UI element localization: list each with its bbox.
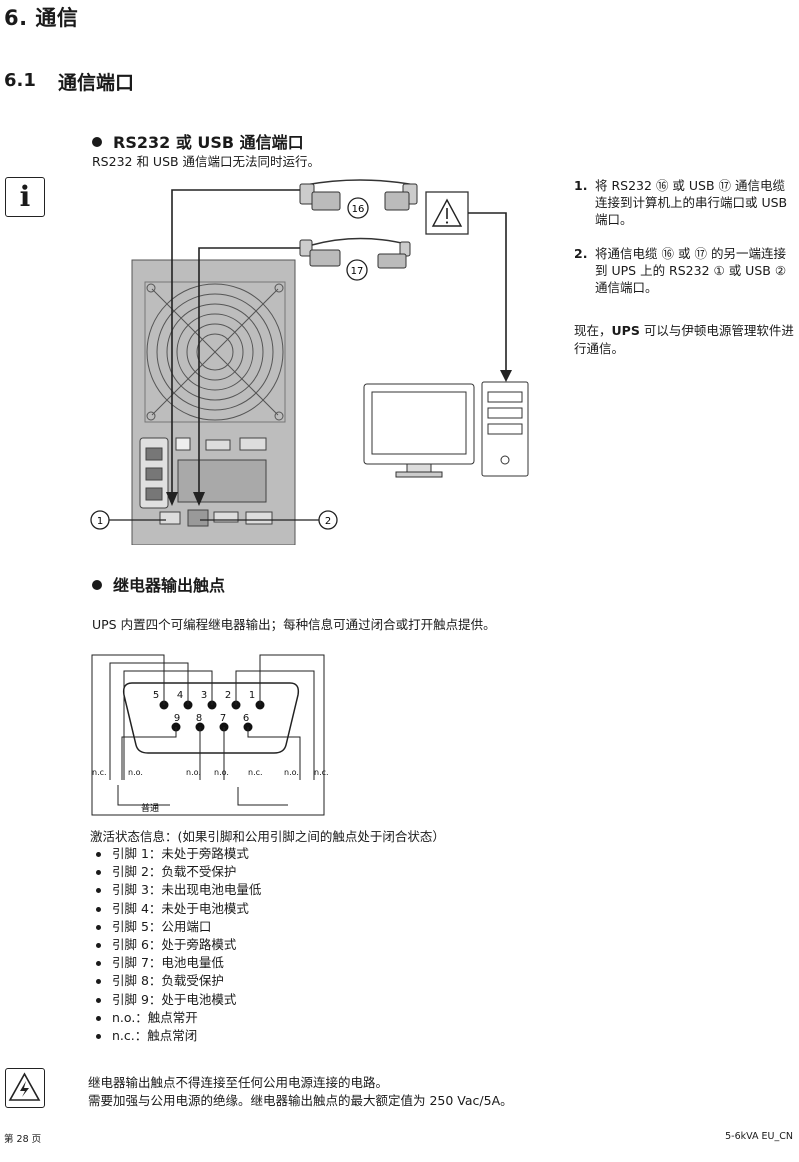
- callout-17: ⑰: [694, 246, 707, 261]
- subsection-title: 通信端口: [58, 72, 135, 94]
- step-text: 或 USB: [668, 178, 719, 193]
- rs232-usb-subtitle: RS232 和 USB 通信端口无法同时运行。: [92, 154, 321, 169]
- callout-17: ⑰: [718, 178, 732, 193]
- pin-label: 2: [225, 690, 231, 701]
- contact-label: n.o.: [284, 768, 299, 777]
- step-number: 2.: [574, 246, 588, 261]
- list-item: 引脚 7：电池电量低: [92, 954, 261, 972]
- list-item: n.o.：触点常开: [92, 1009, 261, 1027]
- pin-label: 8: [196, 713, 202, 724]
- callout-2: ②: [774, 263, 787, 278]
- step-text: 或: [674, 246, 695, 261]
- ups-connection-diagram: 16 17 1 2: [90, 179, 529, 545]
- contact-label: n.c.: [314, 768, 329, 777]
- info-icon: i: [5, 177, 45, 217]
- callout-17-label: 17: [351, 266, 364, 277]
- list-item: 引脚 5：公用端口: [92, 918, 261, 936]
- step-2: 2. 将通信电缆 ⑯ 或 ⑰ 的另一端连接到 UPS 上的 RS232 ① 或 …: [574, 245, 796, 296]
- step-number: 1.: [574, 178, 588, 193]
- pin-label: 6: [243, 713, 249, 724]
- relay-heading-text: 继电器输出触点: [113, 576, 226, 595]
- bullet-icon: [92, 137, 102, 147]
- rs232-usb-heading-text: RS232 或 USB 通信端口: [113, 133, 304, 152]
- subsection-number: 6.1: [4, 70, 36, 91]
- common-label: 普通: [141, 802, 159, 814]
- page-number: 第 28 页: [4, 1134, 42, 1145]
- pin-label: 4: [177, 690, 183, 701]
- callout-16-label: 16: [352, 204, 365, 215]
- step-text: 通信电缆连接到计算机上的串行端口或 USB 端口。: [595, 178, 788, 227]
- pin-function-list: 引脚 1：未处于旁路模式 引脚 2：负载不受保护 引脚 3：未出现电池电量低 引…: [92, 845, 261, 1045]
- pin-label: 3: [201, 690, 207, 701]
- contact-label: n.c.: [248, 768, 263, 777]
- warning-line-2: 需要加强与公用电源的绝缘。继电器输出触点的最大额定值为 250 Vac/5A。: [88, 1093, 513, 1108]
- ports-area: [139, 437, 273, 527]
- relay-wiring: [91, 654, 325, 816]
- step-text: 通信端口。: [595, 280, 658, 295]
- section-title: 6. 通信: [4, 6, 79, 30]
- list-item: 引脚 2：负载不受保护: [92, 863, 261, 881]
- pin-label: 5: [153, 690, 159, 701]
- callout-16: ⑯: [661, 246, 674, 261]
- pin-label: 7: [220, 713, 226, 724]
- callout-17-marker: [346, 259, 368, 281]
- callout-2-label: 2: [325, 516, 331, 527]
- list-item: 引脚 6：处于旁路模式: [92, 936, 261, 954]
- contact-label: n.o.: [128, 768, 143, 777]
- list-item: 引脚 4：未处于电池模式: [92, 900, 261, 918]
- computer-icon: [363, 381, 529, 478]
- contact-label: n.c.: [92, 768, 107, 777]
- step-text: 的另一端连接到 UPS 上的 RS232: [595, 246, 786, 278]
- pin-label: 1: [249, 690, 255, 701]
- list-item: 引脚 1：未处于旁路模式: [92, 845, 261, 863]
- note-text: 现在，: [574, 323, 612, 338]
- callout-1-label: 1: [97, 516, 103, 527]
- db9-connector-outline: [122, 682, 300, 754]
- note-text: 可以与伊顿电源管理软件进行通信。: [574, 323, 794, 356]
- contact-label: n.o.: [214, 768, 229, 777]
- bullet-icon: [92, 580, 102, 590]
- relay-heading: 继电器输出触点: [92, 572, 225, 596]
- relay-pinout-diagram: 5 4 3 2 1 9 8 7 6 n.c. n.o. n.o. n.o. n.…: [91, 654, 329, 816]
- list-item: 引脚 3：未出现电池电量低: [92, 881, 261, 899]
- fan-grille-icon: [144, 281, 286, 423]
- callout-2-marker: [318, 510, 338, 530]
- note-ups: UPS: [611, 323, 640, 338]
- callout-1: ①: [713, 263, 725, 278]
- callout-1-marker: [90, 510, 110, 530]
- step-text: 或 USB: [724, 263, 775, 278]
- list-item: 引脚 9：处于电池模式: [92, 991, 261, 1009]
- rs232-usb-heading: RS232 或 USB 通信端口: [92, 129, 304, 153]
- relay-intro: UPS 内置四个可编程继电器输出；每种信息可通过闭合或打开触点提供。: [92, 617, 496, 632]
- software-note: 现在，UPS 可以与伊顿电源管理软件进行通信。: [574, 322, 796, 358]
- warning-line-1: 继电器输出触点不得连接至任何公用电源连接的电路。: [88, 1075, 389, 1090]
- callout-16: ⑯: [655, 178, 669, 193]
- step-text: 将通信电缆: [595, 246, 662, 261]
- electrical-hazard-icon: [5, 1068, 45, 1108]
- list-item: n.c.：触点常闭: [92, 1027, 261, 1045]
- document-id: 5-6kVA EU_CN: [725, 1131, 793, 1142]
- step-1: 1. 将 RS232 ⑯ 或 USB ⑰ 通信电缆连接到计算机上的串行端口或 U…: [574, 177, 796, 228]
- callout-16-marker: [347, 197, 369, 219]
- pin-label: 9: [174, 713, 180, 724]
- step-text: 将 RS232: [595, 178, 656, 193]
- serial-cable-16: [299, 179, 418, 211]
- list-item: 引脚 8：负载受保护: [92, 972, 261, 990]
- contact-label: n.o.: [186, 768, 201, 777]
- active-state-title: 激活状态信息：(如果引脚和公用引脚之间的触点处于闭合状态）: [90, 829, 445, 844]
- connection-steps: 1. 将 RS232 ⑯ 或 USB ⑰ 通信电缆连接到计算机上的串行端口或 U…: [574, 177, 796, 313]
